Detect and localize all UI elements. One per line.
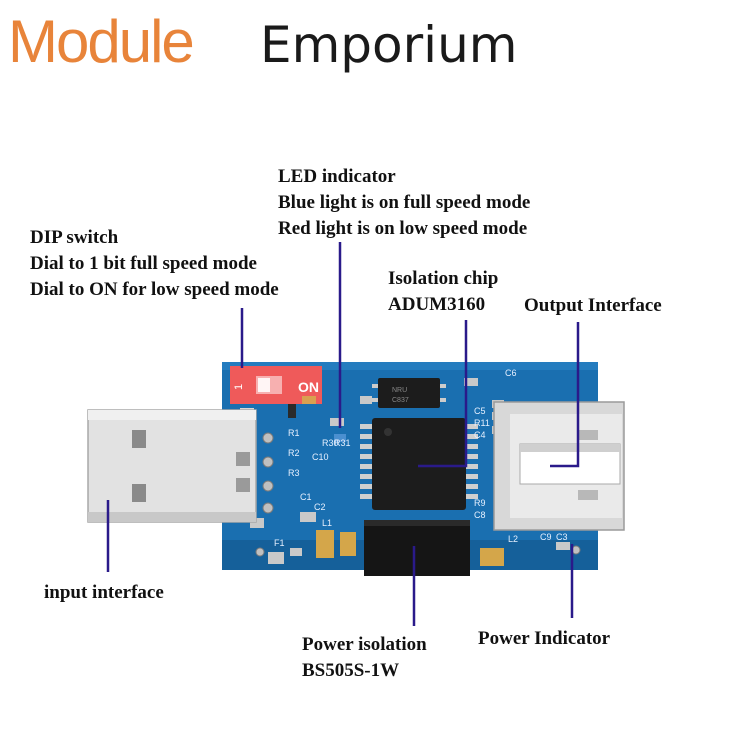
usb-a-female-socket bbox=[493, 401, 625, 531]
svg-text:C8: C8 bbox=[474, 510, 486, 520]
power-indicator-title: Power Indicator bbox=[478, 628, 611, 649]
power-isolation-label: Power isolation BS505S-1W bbox=[302, 632, 427, 684]
svg-text:NRU: NRU bbox=[392, 387, 407, 394]
output-leader-line bbox=[550, 322, 580, 468]
power-isolation-title: Power isolation bbox=[302, 634, 427, 655]
isolation-chip-title: Isolation chip bbox=[388, 268, 499, 289]
brand-logo: Module Emporium bbox=[8, 8, 568, 75]
led-indicator-red-text: Red light is on low speed mode bbox=[278, 218, 528, 239]
isolation-chip bbox=[360, 418, 478, 510]
svg-text:R2: R2 bbox=[288, 448, 300, 458]
svg-text:C2: C2 bbox=[314, 502, 326, 512]
led-indicator-label: LED indicator Blue light is on full spee… bbox=[278, 164, 530, 242]
output-interface-title: Output Interface bbox=[524, 295, 662, 316]
svg-text:C837: C837 bbox=[392, 397, 409, 404]
brand-module-text: Module bbox=[8, 8, 195, 75]
input-interface-title: input interface bbox=[44, 582, 164, 603]
input-interface-label: input interface bbox=[44, 580, 164, 606]
dip-switch-full-speed-text: Dial to 1 bit full speed mode bbox=[30, 253, 257, 274]
svg-text:R11: R11 bbox=[474, 418, 490, 428]
svg-text:C1: C1 bbox=[300, 492, 312, 502]
led-indicator-blue-text: Blue light is on full speed mode bbox=[278, 192, 531, 213]
svg-text:R1: R1 bbox=[288, 428, 300, 438]
through-hole-pads bbox=[255, 432, 581, 557]
usb-a-male-plug bbox=[87, 409, 257, 523]
power-indicator-label: Power Indicator bbox=[478, 626, 610, 652]
svg-text:C3: C3 bbox=[556, 532, 568, 542]
dip-switch-low-speed-text: Dial to ON for low speed mode bbox=[30, 279, 279, 300]
dip-switch-title: DIP switch bbox=[30, 227, 119, 248]
svg-text:C9: C9 bbox=[540, 532, 552, 542]
dip-1-text: 1 bbox=[233, 384, 245, 390]
led-indicator-title: LED indicator bbox=[278, 166, 396, 187]
power-isolation-module bbox=[364, 520, 470, 576]
isolation-chip-label: Isolation chip ADUM3160 bbox=[388, 266, 498, 318]
svg-text:L1: L1 bbox=[322, 518, 332, 528]
dip-switch: ON 1 bbox=[230, 366, 322, 404]
svg-text:R31: R31 bbox=[334, 438, 351, 448]
svg-text:C6: C6 bbox=[505, 368, 517, 378]
svg-text:R30: R30 bbox=[322, 438, 339, 448]
svg-text:C4: C4 bbox=[474, 430, 486, 440]
dip-on-text: ON bbox=[298, 379, 319, 395]
output-interface-label: Output Interface bbox=[524, 293, 662, 319]
svg-text:C10: C10 bbox=[312, 452, 329, 462]
brand-emporium-text: Emporium bbox=[260, 16, 518, 74]
silkscreen-labels: C6 C5 R11 C4 R1 R2 R3 C10 R30 R31 C1 C2 … bbox=[274, 368, 568, 548]
isolation-chip-model: ADUM3160 bbox=[388, 294, 486, 315]
svg-text:L2: L2 bbox=[508, 534, 518, 544]
svg-text:F1: F1 bbox=[274, 538, 285, 548]
leader-lines bbox=[106, 242, 580, 626]
small-top-chip: NRU C837 bbox=[372, 378, 446, 408]
svg-text:R3: R3 bbox=[288, 468, 300, 478]
svg-text:R9: R9 bbox=[474, 498, 486, 508]
chip-leader-line bbox=[418, 320, 468, 468]
power-isolation-model: BS505S-1W bbox=[302, 660, 400, 681]
svg-text:C5: C5 bbox=[474, 406, 486, 416]
dip-switch-label: DIP switch Dial to 1 bit full speed mode… bbox=[30, 225, 279, 303]
